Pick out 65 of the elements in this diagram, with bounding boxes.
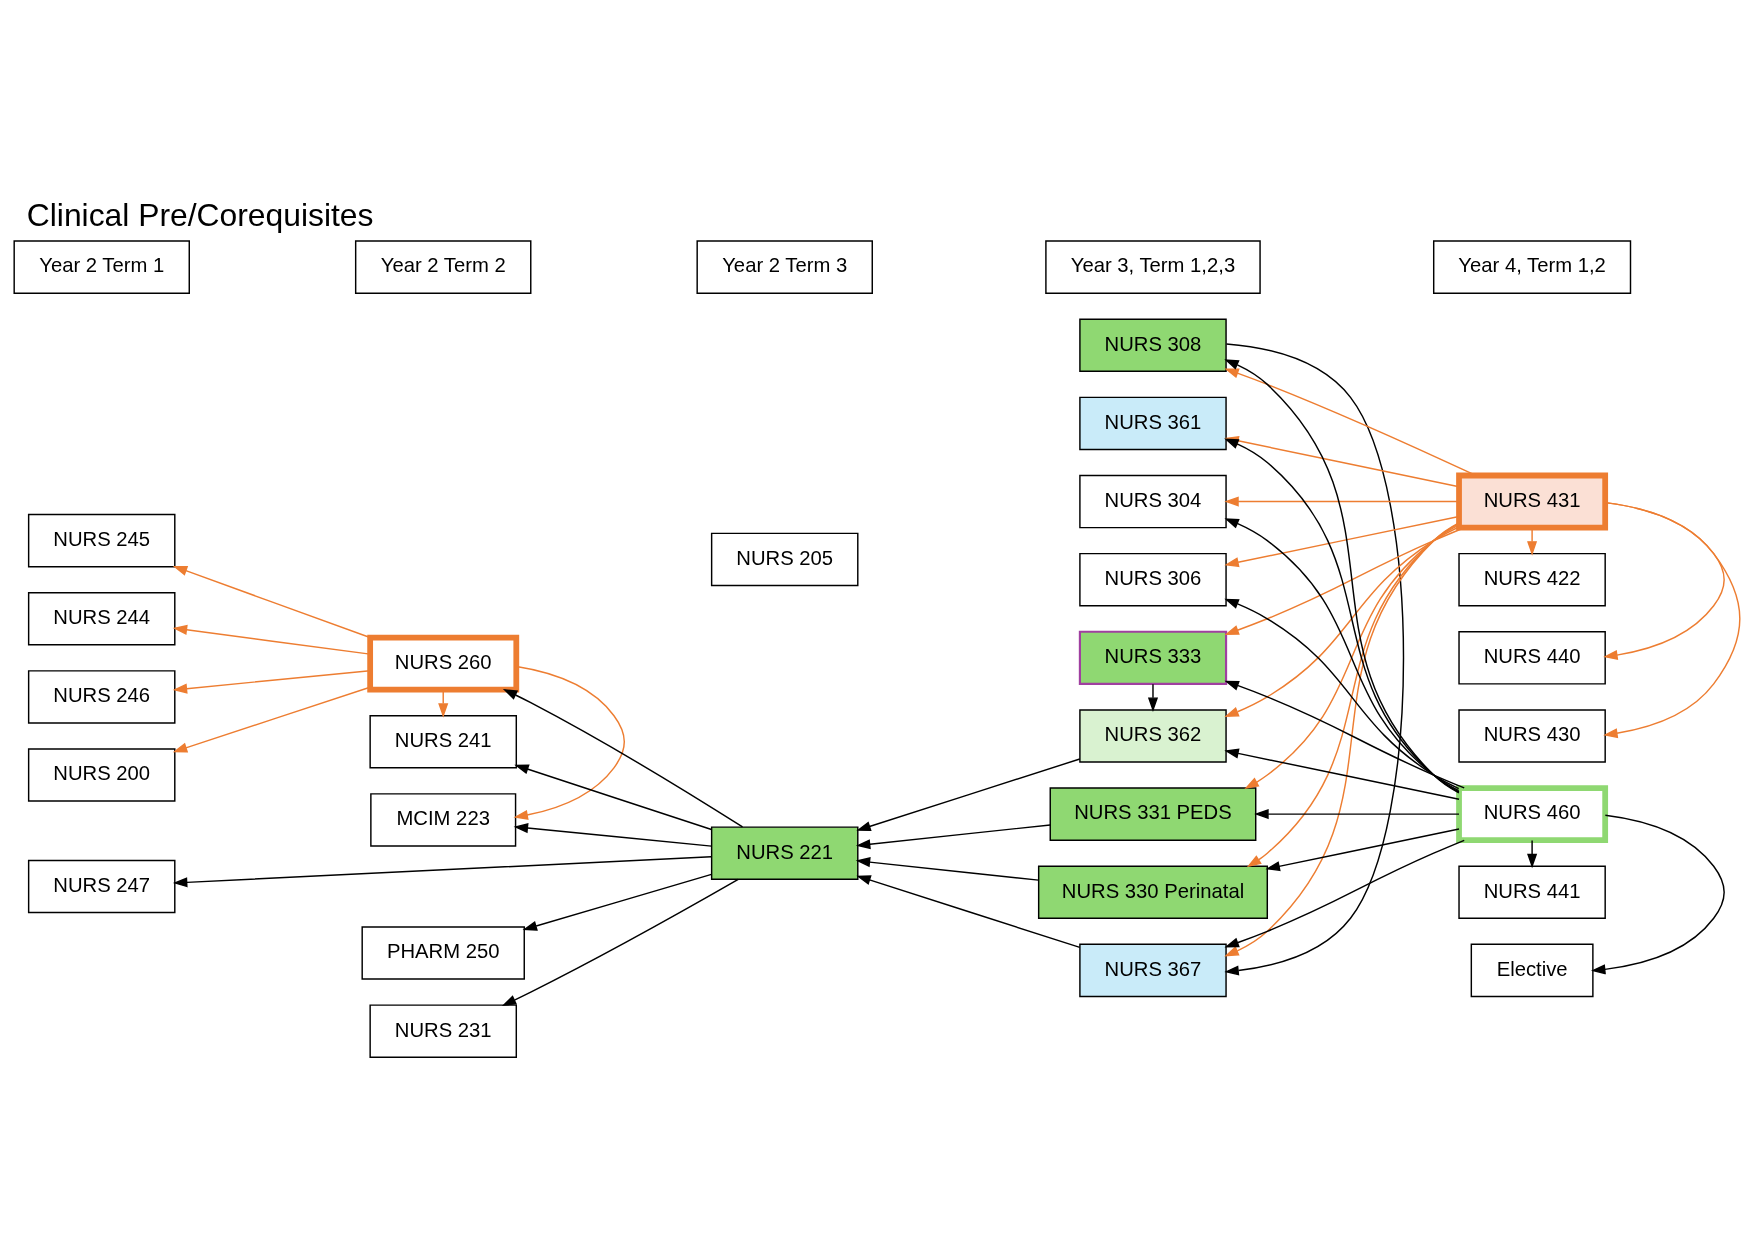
arrow — [172, 669, 371, 694]
node-box: NURS 362 — [1079, 708, 1227, 763]
arrow — [856, 874, 1081, 948]
arrow — [855, 856, 1040, 881]
arrow — [1254, 808, 1460, 819]
arrow — [514, 763, 713, 830]
arrow — [855, 823, 1051, 849]
node-box: NURS 460 — [1456, 784, 1609, 843]
node-box: NURS 245 — [27, 513, 176, 567]
node-box: NURS 331 PEDS — [1049, 786, 1257, 841]
arrow — [1147, 682, 1159, 712]
node-box: MCIM 223 — [370, 792, 517, 847]
node-box: Year 2 Term 1 — [13, 239, 190, 294]
diagram-title: Clinical Pre/Corequisites — [26, 196, 374, 233]
node-box: PHARM 250 — [361, 925, 525, 980]
node-box: NURS 244 — [27, 591, 176, 646]
arrow — [172, 855, 712, 887]
arrow — [172, 686, 371, 752]
node-box: NURS 361 — [1079, 396, 1227, 450]
node-box: NURS 441 — [1458, 865, 1606, 919]
node-box: NURS 330 Perinatal — [1037, 865, 1269, 919]
node-box: NURS 205 — [710, 532, 859, 586]
node-box: NURS 430 — [1458, 708, 1606, 763]
arrow — [1224, 521, 1460, 956]
node-box: NURS 260 — [367, 634, 520, 693]
arrow — [513, 822, 713, 847]
arrow — [1224, 747, 1460, 800]
node-box: NURS 246 — [27, 669, 176, 724]
node-box: NURS 306 — [1079, 552, 1227, 606]
arrow — [501, 878, 739, 1006]
node-box: NURS 422 — [1458, 552, 1606, 606]
arrow — [1246, 522, 1460, 867]
arrow — [856, 757, 1081, 831]
node-box: NURS 367 — [1079, 943, 1227, 997]
arrow — [502, 688, 744, 828]
node-box: Elective — [1470, 943, 1594, 997]
node-box: NURS 241 — [369, 714, 517, 769]
node-box: NURS 308 — [1079, 318, 1227, 372]
node-box: NURS 333 — [1078, 630, 1228, 685]
arrow — [1224, 598, 1460, 789]
node-box: NURS 440 — [1458, 630, 1606, 685]
node-box: NURS 304 — [1079, 474, 1227, 528]
node-box: NURS 200 — [27, 747, 176, 802]
arrow — [1224, 525, 1460, 717]
node-box: NURS 221 — [710, 825, 859, 880]
arrow — [1224, 515, 1460, 567]
arrow — [172, 565, 371, 638]
arrow — [522, 873, 713, 931]
arrow — [1224, 839, 1465, 947]
node-box: Year 2 Term 3 — [696, 239, 873, 294]
arrow — [1265, 827, 1460, 871]
arrow — [1224, 495, 1460, 507]
arrow — [1527, 839, 1538, 868]
arrow — [1603, 501, 1725, 660]
node-box: NURS 231 — [369, 1003, 517, 1058]
arrow — [1603, 501, 1741, 738]
arrow — [1590, 813, 1725, 974]
node-box: Year 4, Term 1,2 — [1432, 239, 1632, 294]
arrow — [172, 624, 371, 655]
node-box: Year 3, Term 1,2,3 — [1045, 239, 1261, 294]
arrow — [513, 665, 626, 820]
node-box: NURS 431 — [1456, 472, 1609, 530]
arrow — [1224, 680, 1465, 789]
node-box: Year 2 Term 2 — [354, 239, 532, 294]
node-box: NURS 247 — [27, 859, 176, 913]
